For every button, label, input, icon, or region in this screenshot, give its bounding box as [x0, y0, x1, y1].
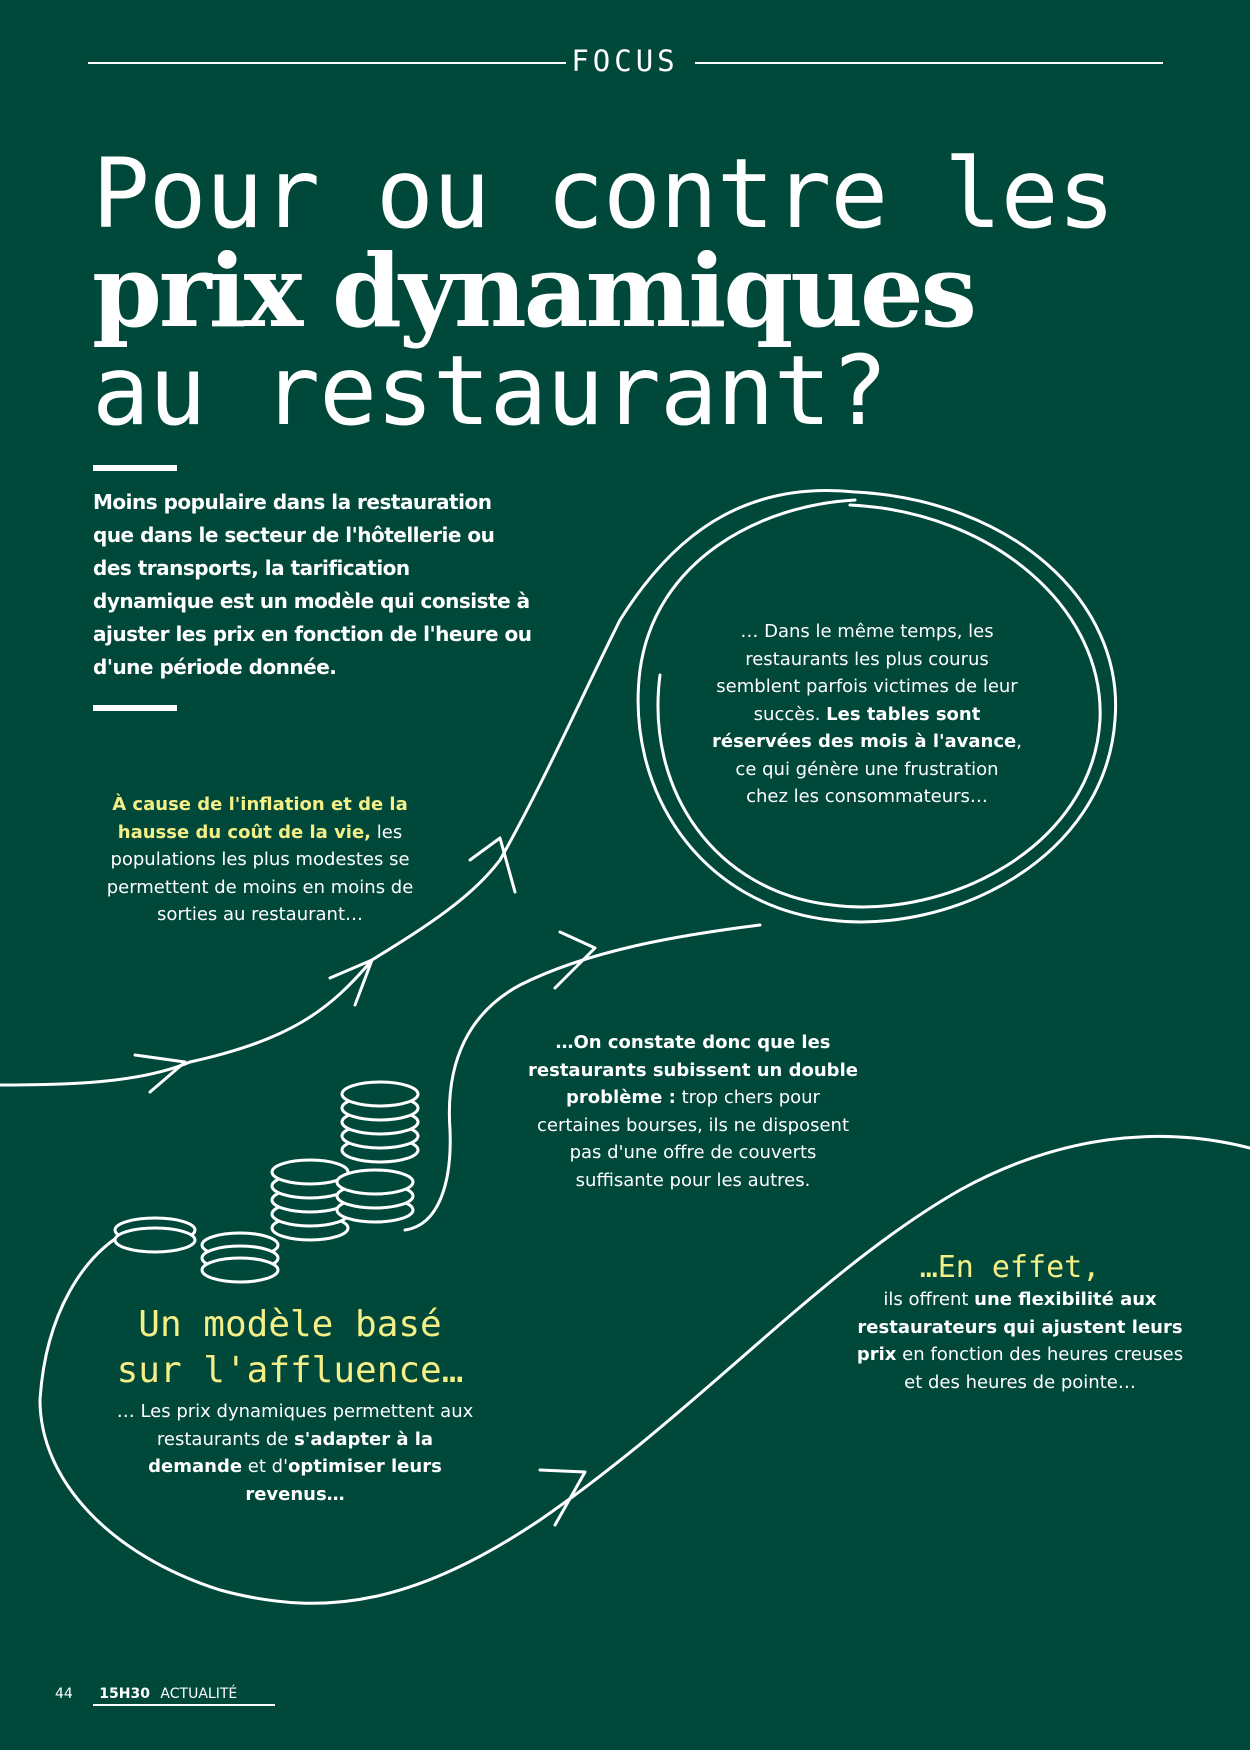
flow-line-segment [188, 958, 374, 1064]
effect-text-bold: une flexibilité aux restaurateurs qui aj… [856, 1289, 1183, 1365]
arrow-icon [538, 1468, 587, 1527]
arrow-icon [133, 1053, 187, 1094]
title-line-3: au restaurant? [92, 335, 888, 447]
coins-icon [113, 1080, 420, 1284]
header-rule-right [695, 62, 1163, 64]
model-heading: Un modèle basé sur l'affluence… [110, 1302, 470, 1394]
flow-line-start [0, 1060, 192, 1087]
flow-line-segment [38, 1134, 1250, 1605]
bubble-text-post: , ce qui génère une frustration chez les… [735, 731, 1022, 807]
arrow-icon [468, 836, 517, 894]
section-label: FOCUS [571, 44, 679, 78]
problem-text: trop chers pour certaines bourses, ils n… [536, 1087, 850, 1191]
inflation-text: les populations les plus modestes se per… [106, 821, 414, 926]
page-footer: 44 15H30 ACTUALITÉ [55, 1686, 237, 1702]
intro-bar-bottom [93, 705, 177, 711]
speech-bubble-outline [636, 490, 1118, 924]
footer-rule [93, 1704, 275, 1706]
effect-heading: …En effet, [919, 1250, 1101, 1285]
model-text-pre: … Les prix dynamiques permettent aux res… [116, 1401, 474, 1450]
intro-bar-top [93, 465, 177, 471]
model-heading-line-1: Un modèle basé [138, 1304, 442, 1345]
model-heading-line-2: sur l'affluence… [116, 1350, 464, 1391]
problem-bold: …On constate donc que les restaurants su… [528, 1032, 858, 1108]
arrow-icon [553, 930, 597, 990]
flow-line-segment [403, 923, 762, 1232]
magazine-brand: 15H30 [99, 1686, 150, 1702]
effect-text-pre: ils offrent [883, 1289, 969, 1310]
title-line-1: Pour ou contre les [92, 138, 1115, 250]
inflation-highlight: À cause de l'inflation et de la hausse d… [112, 794, 408, 843]
footer-section: ACTUALITÉ [160, 1686, 238, 1702]
model-text: … Les prix dynamiques permettent aux res… [110, 1398, 480, 1508]
model-text-bold-2: optimiser leurs revenus… [245, 1456, 442, 1505]
effect-text-post: en fonction des heures creuses et des he… [902, 1344, 1184, 1393]
model-text-bold-1: s'adapter à la demande [148, 1428, 434, 1478]
page-number: 44 [55, 1686, 73, 1702]
flow-line-segment [498, 489, 857, 862]
bubble-text-pre: … Dans le même temps, les restaurants le… [716, 621, 1018, 725]
intro-text: Moins populaire dans la restauration que… [93, 490, 532, 679]
title-line-2: prix dynamiques [92, 232, 977, 350]
bubble-text: … Dans le même temps, les restaurants le… [712, 618, 1022, 811]
inflation-block: À cause de l'inflation et de la hausse d… [80, 791, 440, 929]
header-rule-left [88, 62, 566, 64]
problem-block: …On constate donc que les restaurants su… [528, 1029, 858, 1194]
model-text-mid: et d' [247, 1456, 289, 1477]
speech-bubble-inner-outline [656, 503, 1102, 909]
effect-text: ils offrent une flexibilité aux restaura… [852, 1286, 1188, 1396]
bubble-text-bold: Les tables sont réservées des mois à l'a… [712, 703, 1017, 753]
flow-line-segment [370, 858, 502, 962]
